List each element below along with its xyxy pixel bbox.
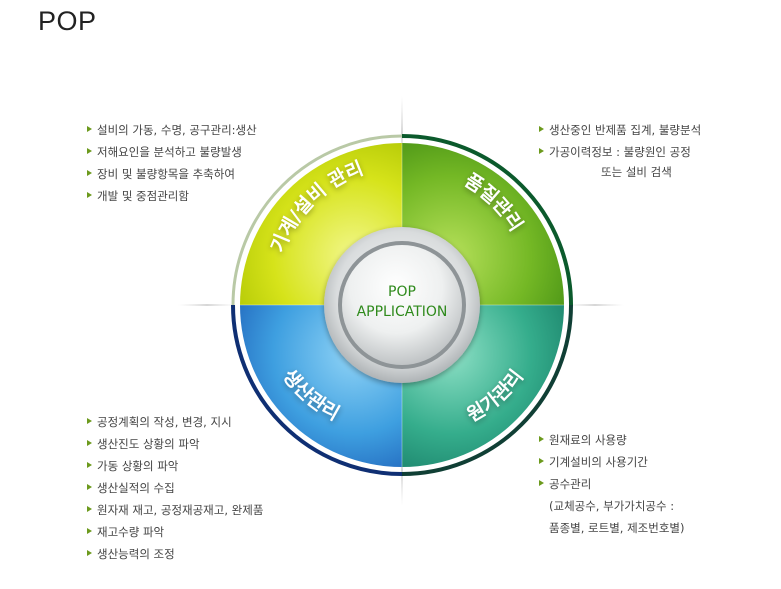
list-item-continued: 품종별, 로트별, 제조번호별) (549, 521, 685, 535)
list-item: 기계설비의 사용기간 (538, 451, 685, 473)
guide-line-top (401, 96, 403, 170)
list-item: 저해요인을 분석하고 불량발생 (86, 141, 257, 163)
ring-arc-bottom-right (401, 304, 573, 476)
list-item: 생산중인 반제품 집계, 불량분석 (538, 119, 701, 141)
list-item-continued: (교체공수, 부가가치공수 : (549, 499, 675, 513)
list-top-left: 설비의 가동, 수명, 공구관리:생산 저해요인을 분석하고 불량발생 장비 및… (86, 119, 257, 207)
guide-line-bottom (401, 436, 403, 506)
list-item: 가동 상황의 파악 (86, 455, 263, 477)
list-bottom-right: 원재료의 사용량 기계설비의 사용기간 공수관리 (교체공수, 부가가치공수 :… (538, 429, 685, 539)
list-item: 생산진도 상황의 파악 (86, 433, 263, 455)
list-item: 생산능력의 조정 (86, 543, 263, 565)
list-item: 장비 및 불량항목을 추축하여 (86, 163, 257, 185)
list-item: 가공이력정보 : 불량원인 공정 (538, 141, 701, 163)
guide-line-right (566, 304, 624, 306)
list-item: 공정계획의 작성, 변경, 지시 (86, 411, 263, 433)
list-item: 설비의 가동, 수명, 공구관리:생산 (86, 119, 257, 141)
ring-arc-top-right (401, 134, 573, 306)
ring-arc-top-left (231, 134, 403, 306)
center-label-application: APPLICATION (357, 304, 448, 320)
ring-arc-bottom-left (231, 304, 403, 476)
list-item: 재고수량 파악 (86, 521, 263, 543)
center-label-pop: POP (388, 284, 416, 300)
list-item: 생산실적의 수집 (86, 477, 263, 499)
list-item: 개발 및 중점관리함 (86, 185, 257, 207)
list-bottom-left: 공정계획의 작성, 변경, 지시 생산진도 상황의 파악 가동 상황의 파악 생… (86, 411, 263, 565)
list-item: 공수관리 (538, 473, 685, 495)
list-item: 원자재 재고, 공정재공재고, 완제품 (86, 499, 263, 521)
list-item: 원재료의 사용량 (538, 429, 685, 451)
list-item-continued: 또는 설비 검색 (601, 165, 672, 179)
page-title: POP (38, 6, 97, 36)
center-disc (342, 245, 462, 365)
guide-line-left (178, 304, 236, 306)
list-top-right: 생산중인 반제품 집계, 불량분석 가공이력정보 : 불량원인 공정 또는 설비… (538, 119, 701, 181)
